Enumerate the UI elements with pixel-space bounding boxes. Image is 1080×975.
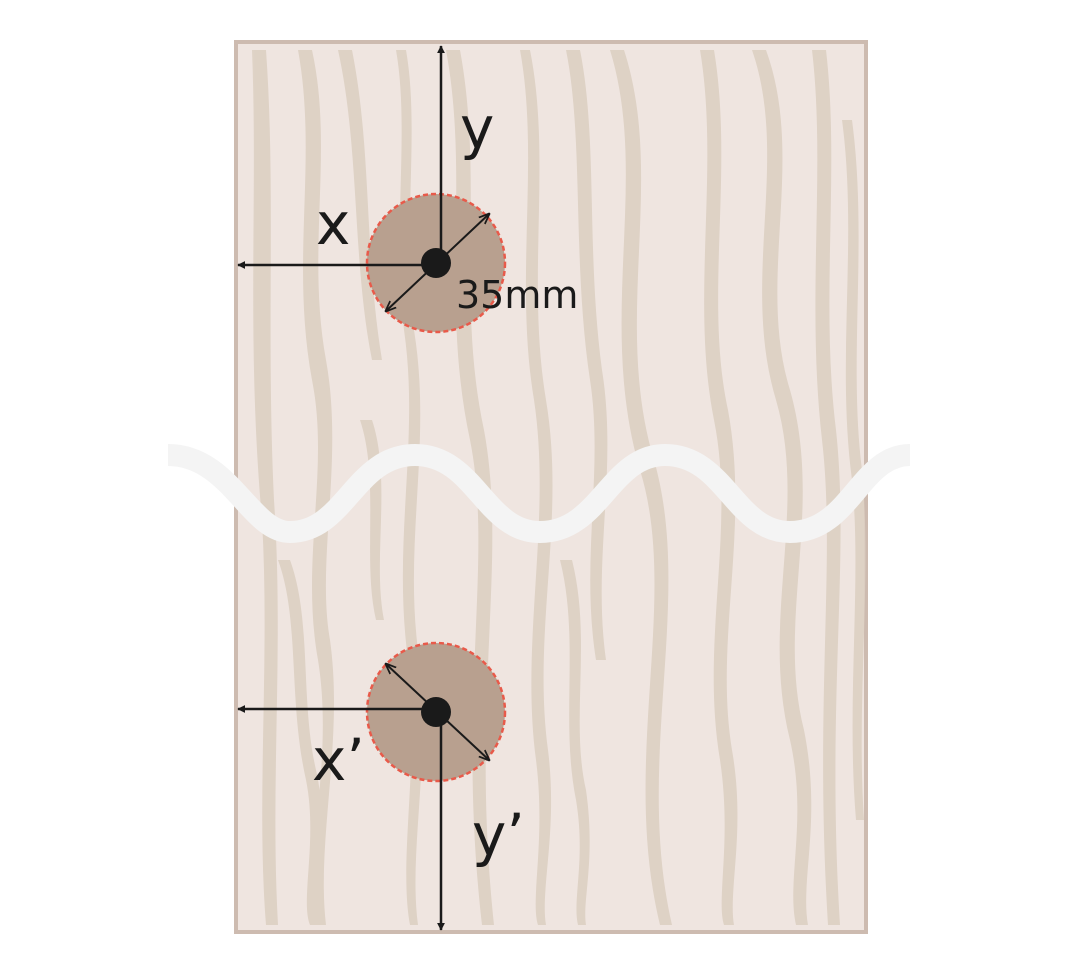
top-hole-group: x y 35mm	[237, 45, 578, 334]
bottom-y-label: y’	[472, 801, 525, 869]
break-line	[167, 443, 912, 544]
top-y-label: y	[460, 94, 494, 162]
wood-grain	[252, 50, 866, 925]
bottom-hole-group: x’ y’	[237, 641, 525, 931]
bottom-x-label: x’	[312, 726, 365, 794]
bottom-hole-center	[421, 697, 451, 727]
top-x-label: x	[316, 190, 350, 258]
top-hole-center	[421, 248, 451, 278]
diameter-label: 35mm	[456, 273, 578, 317]
